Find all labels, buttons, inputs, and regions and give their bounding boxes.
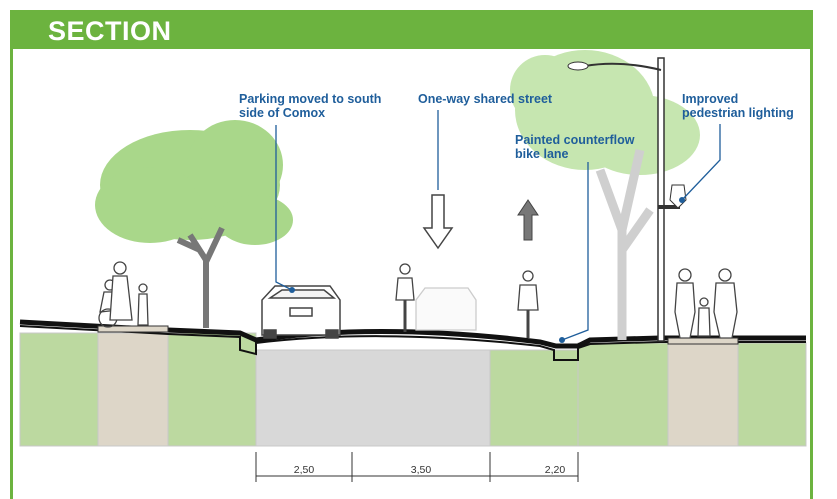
- callout-counterflow: Painted counterflow bike lane: [515, 133, 635, 161]
- tree-grate-right: [667, 337, 739, 345]
- callout-leaders: [275, 110, 721, 341]
- shared-lane-users: [395, 263, 477, 332]
- soil-cell-left: [97, 332, 169, 447]
- dimension-parking: 2,50: [294, 464, 315, 476]
- counterflow-cyclist: [517, 270, 539, 338]
- callout-dots: [289, 197, 685, 343]
- dimension-line: [255, 452, 579, 482]
- one-way-down-arrow-icon: [422, 194, 454, 250]
- section-header: SECTION: [10, 10, 813, 49]
- frame-border-left: [10, 49, 13, 499]
- ground-block-right-3: [737, 342, 807, 447]
- callout-lighting: Improved pedestrian lighting: [682, 92, 794, 120]
- street-tree-left: [95, 120, 293, 328]
- callout-shared-street: One-way shared street: [418, 92, 553, 106]
- counterflow-up-arrow-icon: [517, 199, 539, 241]
- section-title: SECTION: [48, 16, 172, 46]
- ground-block-right: [489, 349, 579, 447]
- dimension-lane: 3,50: [411, 464, 432, 476]
- parked-car: [261, 285, 341, 339]
- tree-grate-left: [97, 325, 169, 333]
- roadbed: [255, 349, 491, 447]
- pedestrians-left: [98, 261, 149, 328]
- curb-profile: [19, 325, 806, 361]
- soil-cell-right: [667, 342, 739, 447]
- ground-block-left: [19, 332, 99, 447]
- dimension-bike-lane: 2,20: [545, 464, 566, 476]
- street-tree-right: [510, 50, 700, 340]
- pedestrians-right: [674, 268, 738, 339]
- callout-parking: Parking moved to south side of Comox: [239, 92, 382, 120]
- lamp-post: [567, 57, 687, 342]
- ground-block-right-2: [577, 342, 669, 447]
- frame-border-right: [810, 49, 813, 499]
